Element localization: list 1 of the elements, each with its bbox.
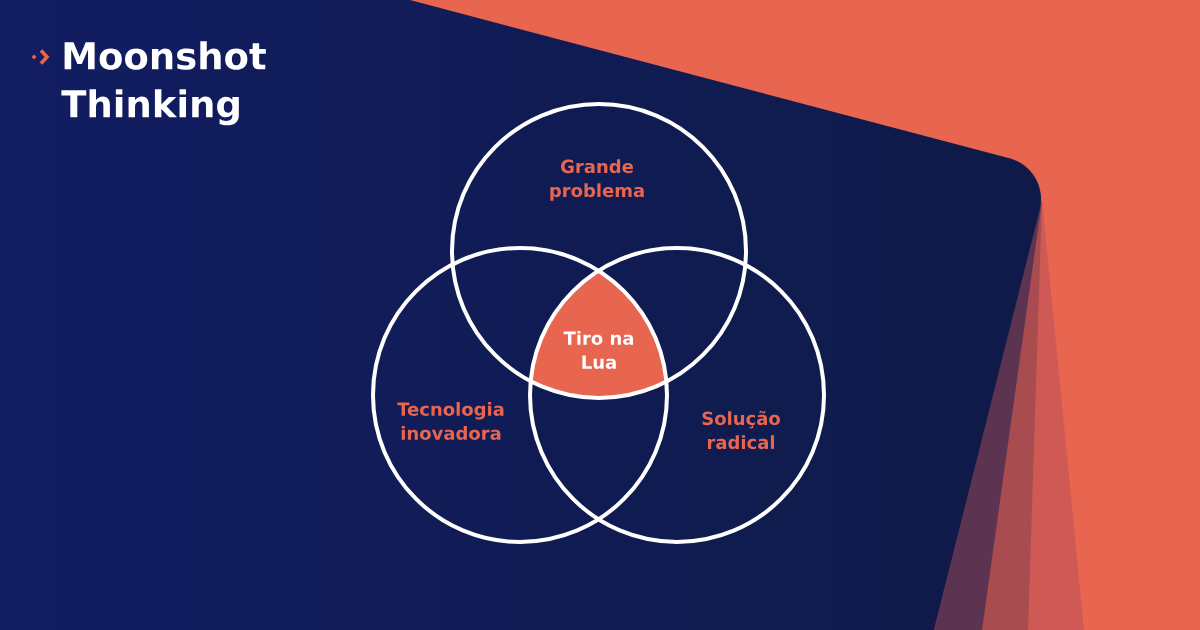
title: Moonshot Thinking [61, 41, 266, 126]
